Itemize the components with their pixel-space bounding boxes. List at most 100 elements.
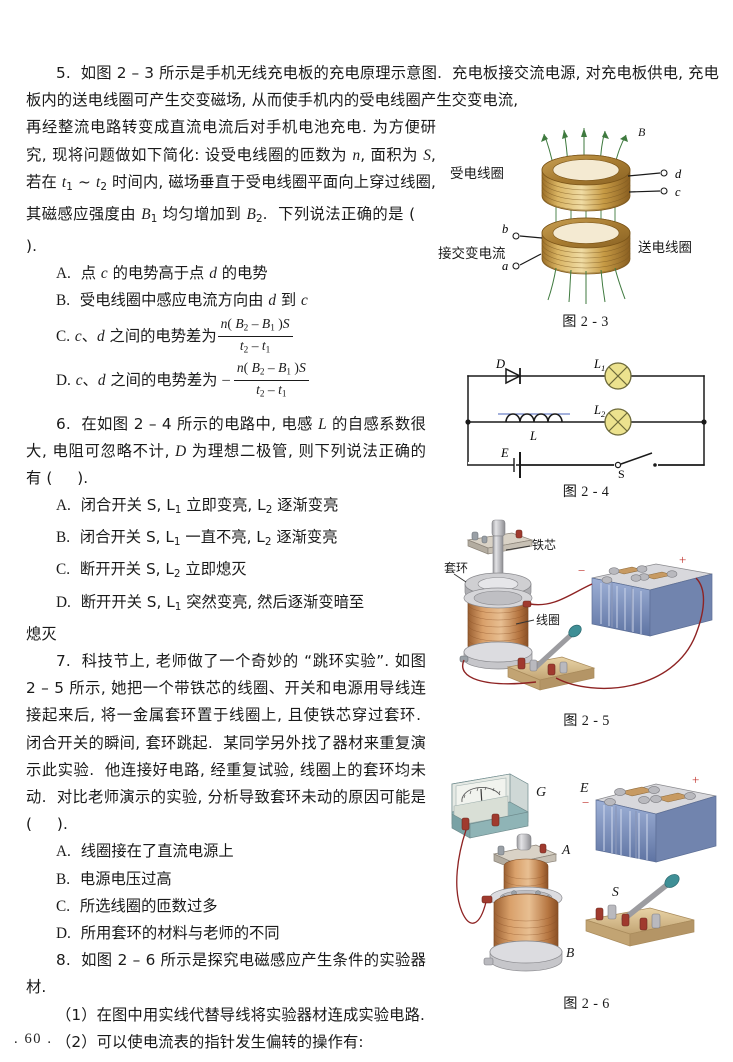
terminal-c-dot	[660, 187, 668, 195]
fig2-4-label-L2: L2	[593, 403, 606, 419]
q5-option-b: B. 受电线圈中感应电流方向由 d 到 c	[56, 291, 308, 310]
figure-2-5: 铁芯 套环	[444, 512, 729, 730]
q7-option-d: D. 所用套环的材料与老师的不同	[56, 923, 280, 942]
q5-option-a: A. 点 c 的电势高于点 d 的电势	[56, 264, 268, 283]
battery-symbol	[468, 452, 704, 478]
fig2-5-label-iron-core: 铁芯	[532, 538, 556, 552]
receiving-coil-leads	[627, 172, 661, 193]
transmitting-coil-graphic	[541, 217, 631, 275]
question-6: 6. 在如图 2 – 4 所示的电路中, 电感 L 的自感系数很大, 电阻可忽略…	[26, 411, 436, 648]
fig2-5-label-ring: 套环	[444, 561, 468, 575]
q5-option-d: D. c、d 之间的电势差为 – n( B2 – B1 )S t2 – t1	[26, 359, 436, 403]
leader-coil	[515, 619, 535, 625]
q5-option-c-fraction: n( B2 – B1 )S t2 – t1	[217, 316, 293, 358]
fig2-6-label-E: E	[579, 781, 589, 796]
fig2-3-label-receiving-coil: 受电线圈	[450, 166, 504, 182]
q5-option-c: C. c、d 之间的电势差为 n( B2 – B1 )S t2 – t1	[26, 315, 436, 359]
figure-2-6-drawing: G	[451, 772, 717, 972]
figure-2-6-caption: 图 2 - 6	[563, 996, 610, 1012]
q6-option-d: D. 断开开关 S, L1 突然变亮, 然后逐渐变暗至	[56, 592, 365, 613]
question-7: 7. 科技节上, 老师做了一个奇妙的 “跳环实验”. 如图 2 – 5 所示, …	[26, 648, 436, 947]
circuit-wires	[462, 577, 705, 689]
fig2-6-label-positive: +	[692, 772, 699, 787]
galvanometer-graphic	[451, 773, 529, 839]
switch-graphic-6	[585, 874, 695, 947]
q6-option-b: B. 闭合开关 S, L1 一直不亮, L2 逐渐变亮	[56, 528, 338, 549]
q7-paragraph: 7. 科技节上, 老师做了一个奇妙的 “跳环实验”. 如图 2 – 5 所示, …	[26, 651, 426, 834]
q5-option-d-fraction: n( B2 – B1 )S t2 – t1	[233, 360, 309, 402]
junction-left	[465, 419, 471, 425]
fig2-6-label-G: G	[536, 785, 546, 800]
coil-terminal-bottom	[459, 655, 469, 663]
terminal-d-dot	[660, 169, 668, 177]
iron-core-rod	[491, 519, 506, 589]
fig2-6-label-B: B	[566, 945, 574, 960]
fig2-6-label-negative: −	[582, 795, 589, 810]
leader-ring	[453, 573, 467, 583]
figure-2-4-caption: 图 2 - 4	[562, 484, 610, 500]
q5-paragraph-cont: 再经整流电路转变成直流电流后对手机电池充电. 为方便研究, 现将问题做如下简化:…	[26, 118, 436, 256]
question-5: 5. 如图 2 – 3 所示是手机无线充电板的充电原理示意图. 充电板接交流电源…	[26, 60, 719, 403]
galvanometer-wire	[456, 829, 487, 924]
receiving-coil-graphic	[541, 154, 631, 212]
figure-2-5-drawing: 铁芯 套环	[444, 519, 713, 691]
leader-iron-core	[505, 545, 531, 551]
q6-paragraph: 6. 在如图 2 – 4 所示的电路中, 电感 L 的自感系数很大, 电阻可忽略…	[26, 414, 426, 488]
battery-bank-graphic	[591, 563, 713, 637]
fig2-3-label-transmitting-coil: 送电线圈	[638, 240, 692, 256]
fig2-4-label-S: S	[618, 467, 625, 478]
fig2-6-label-A: A	[561, 842, 571, 857]
q8-paragraph: 8. 如图 2 – 6 所示是探究电磁感应产生条件的实验器材.	[26, 951, 426, 997]
terminal-a-dot	[512, 262, 520, 270]
fig2-5-label-coil: 线圈	[536, 613, 560, 627]
inductor-symbol	[498, 413, 570, 423]
fig2-3-label-d: d	[675, 167, 682, 181]
terminal-b-dot	[512, 232, 520, 240]
q7-option-b: B. 电源电压过高	[56, 869, 172, 888]
question-8: 8. 如图 2 – 6 所示是探究电磁感应产生条件的实验器材. （1）在图中用实…	[26, 947, 436, 1056]
q7-option-a: A. 线圈接在了直流电源上	[56, 842, 234, 861]
junction-right	[701, 419, 707, 425]
lamp-L1-symbol	[604, 362, 632, 390]
field-arrowheads-top	[541, 128, 628, 142]
q6-option-d-cont: 熄灭	[26, 624, 57, 643]
figure-column: B	[438, 0, 733, 1062]
fig2-4-label-E: E	[500, 446, 509, 460]
field-lines-bottom	[547, 267, 626, 304]
q5-paragraph: 5. 如图 2 – 3 所示是手机无线充电板的充电原理示意图. 充电板接交流电源…	[26, 64, 719, 110]
fig2-4-label-L: L	[529, 429, 537, 443]
coil-body-graphic	[463, 587, 533, 670]
figure-2-4-drawing: D L1 L	[465, 358, 707, 478]
figure-2-3: B	[438, 118, 733, 331]
fig2-6-label-S: S	[612, 884, 619, 899]
figure-2-5-caption: 图 2 - 5	[563, 713, 610, 729]
page-number: . 60 .	[14, 1031, 53, 1047]
q7-option-c: C. 所选线圈的匝数过多	[56, 896, 218, 915]
figure-2-4: D L1 L	[446, 358, 726, 501]
figure-2-3-drawing: B	[438, 125, 692, 304]
fig2-3-label-ac-source: 接交变电流	[438, 245, 506, 262]
coil-terminal-top	[522, 600, 532, 608]
text-column: 5. 如图 2 – 3 所示是手机无线充电板的充电原理示意图. 充电板接交流电源…	[26, 60, 719, 1056]
q8-part2: （2）可以使电流表的指针发生偏转的操作有:	[56, 1032, 364, 1051]
switch-symbol	[614, 452, 658, 472]
q6-option-c: C. 断开开关 S, L2 立即熄灭	[56, 560, 247, 581]
lamp-L2-symbol	[604, 408, 632, 436]
diode-symbol	[505, 367, 522, 385]
q8-part1: （1）在图中用实线代替导线将实验器材连成实验电路.	[56, 1005, 425, 1024]
fig2-5-label-positive: +	[679, 552, 686, 567]
fig2-4-label-L1: L1	[593, 358, 605, 373]
figure-2-6: G	[444, 762, 729, 1013]
transmitting-coil-leads	[519, 235, 543, 266]
fig2-3-label-b: b	[502, 222, 508, 236]
fig2-3-label-c: c	[675, 185, 681, 199]
q6-option-a: A. 闭合开关 S, L1 立即变亮, L2 逐渐变亮	[56, 496, 339, 517]
coil-assembly-graphic-6	[481, 833, 563, 972]
fig2-3-label-B: B	[638, 125, 646, 139]
fig2-3-label-a: a	[502, 259, 508, 273]
battery-bank-graphic-6	[595, 783, 717, 863]
switch-apparatus-graphic	[506, 624, 596, 691]
fig2-4-label-D: D	[495, 358, 505, 371]
fig2-5-label-negative: −	[578, 563, 585, 578]
